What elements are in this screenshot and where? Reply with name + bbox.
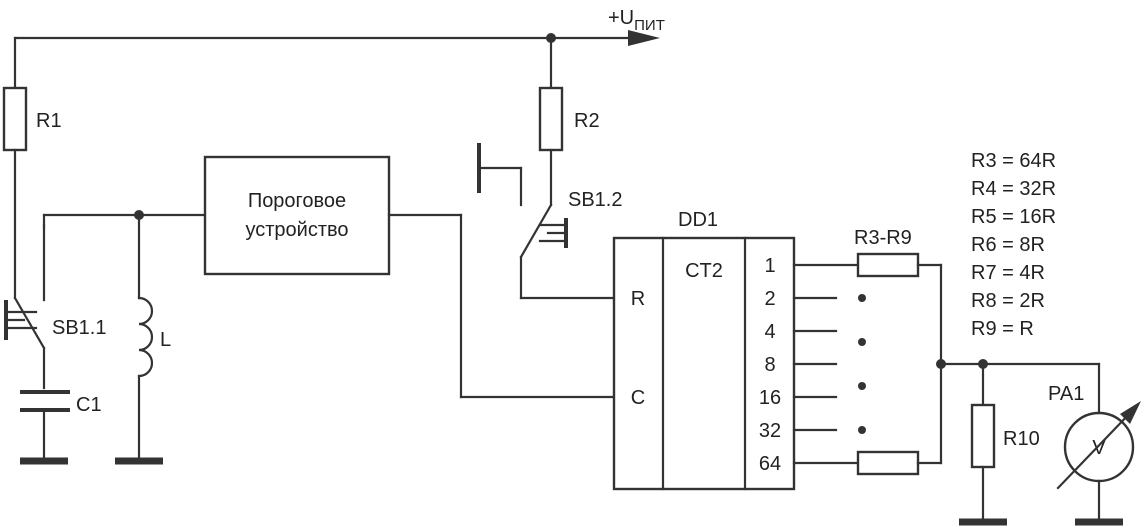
ellipsis-dot [858, 382, 866, 390]
voltmeter-pa1: PA1 V [1048, 362, 1141, 526]
resistor-r9 [856, 450, 920, 476]
adjustable-arrow-icon [1056, 409, 1134, 490]
supply-label-subscript: ПИТ [634, 17, 665, 34]
dd1-pin-c: C [631, 387, 645, 409]
supply-label-main: +U [608, 7, 634, 29]
resistor-ladder: R3-R9 [792, 227, 1101, 476]
resistor-r10 [970, 403, 996, 469]
inductor-coil-icon [137, 296, 154, 378]
resistor-value-r8: R8 = 2R [971, 290, 1045, 312]
resistor-value-r5: R5 = 16R [971, 206, 1056, 228]
resistor-value-r3: R3 = 64R [971, 150, 1056, 172]
threshold-line2: устройство [245, 219, 348, 241]
r2-branch: R2 [538, 36, 600, 207]
adjustable-arrow-head-icon [1120, 401, 1141, 424]
r10-label: R10 [1003, 428, 1040, 450]
ellipsis-dot [858, 426, 866, 434]
dd1-output-2: 2 [764, 288, 775, 310]
supply-label: +UПИТ [608, 7, 665, 34]
l-label: L [160, 329, 171, 351]
switch-sb1-1: SB1.1 [4, 223, 106, 390]
resistor-value-r9: R9 = R [971, 318, 1034, 340]
ellipsis-dot [858, 338, 866, 346]
dd1-output-16: 16 [759, 387, 781, 409]
resistor-value-r4: R4 = 32R [971, 178, 1056, 200]
counter-dd1-box [612, 236, 796, 491]
dd1-output-8: 8 [764, 354, 775, 376]
capacitor-c1: C1 [20, 390, 102, 465]
resistor-values-list: R3 = 64R R4 = 32R R5 = 16R R6 = 8R R7 = … [971, 150, 1056, 340]
resistor-value-r7: R7 = 4R [971, 262, 1045, 284]
counter-dd1: DD1 R C CT2 1 2 4 8 16 32 64 [612, 209, 796, 491]
threshold-device: Пороговое устройство [203, 155, 616, 399]
dd1-output-1: 1 [764, 255, 775, 277]
dd1-output-64: 64 [759, 453, 781, 475]
dd1-ct2: CT2 [685, 260, 723, 282]
r2-label: R2 [574, 110, 600, 132]
resistor-r2 [538, 86, 564, 152]
resistor-r10-branch: R10 [959, 362, 1040, 526]
supply-rail: +UПИТ [13, 7, 665, 46]
inductor-l: L [42, 210, 207, 465]
dd1-output-4: 4 [764, 321, 775, 343]
supply-arrow-icon [628, 30, 660, 46]
sb1-2-label: SB1.2 [568, 189, 622, 211]
resistor-value-r6: R6 = 8R [971, 234, 1045, 256]
c1-label: C1 [76, 394, 102, 416]
switch-sb1-2: SB1.2 [477, 143, 622, 300]
r1-branch: R1 [2, 36, 62, 300]
pa1-label: PA1 [1048, 383, 1084, 405]
r3-r9-label: R3-R9 [854, 227, 912, 249]
dd1-pin-r: R [631, 288, 645, 310]
threshold-line1: Пороговое [248, 190, 346, 212]
sb1-1-label: SB1.1 [52, 317, 106, 339]
threshold-device-box [203, 155, 391, 276]
dd1-label: DD1 [678, 209, 718, 231]
resistor-r3 [856, 252, 920, 278]
resistor-r1 [2, 86, 28, 152]
dd1-output-32: 32 [759, 420, 781, 442]
r1-label: R1 [36, 110, 62, 132]
ellipsis-dot [858, 294, 866, 302]
